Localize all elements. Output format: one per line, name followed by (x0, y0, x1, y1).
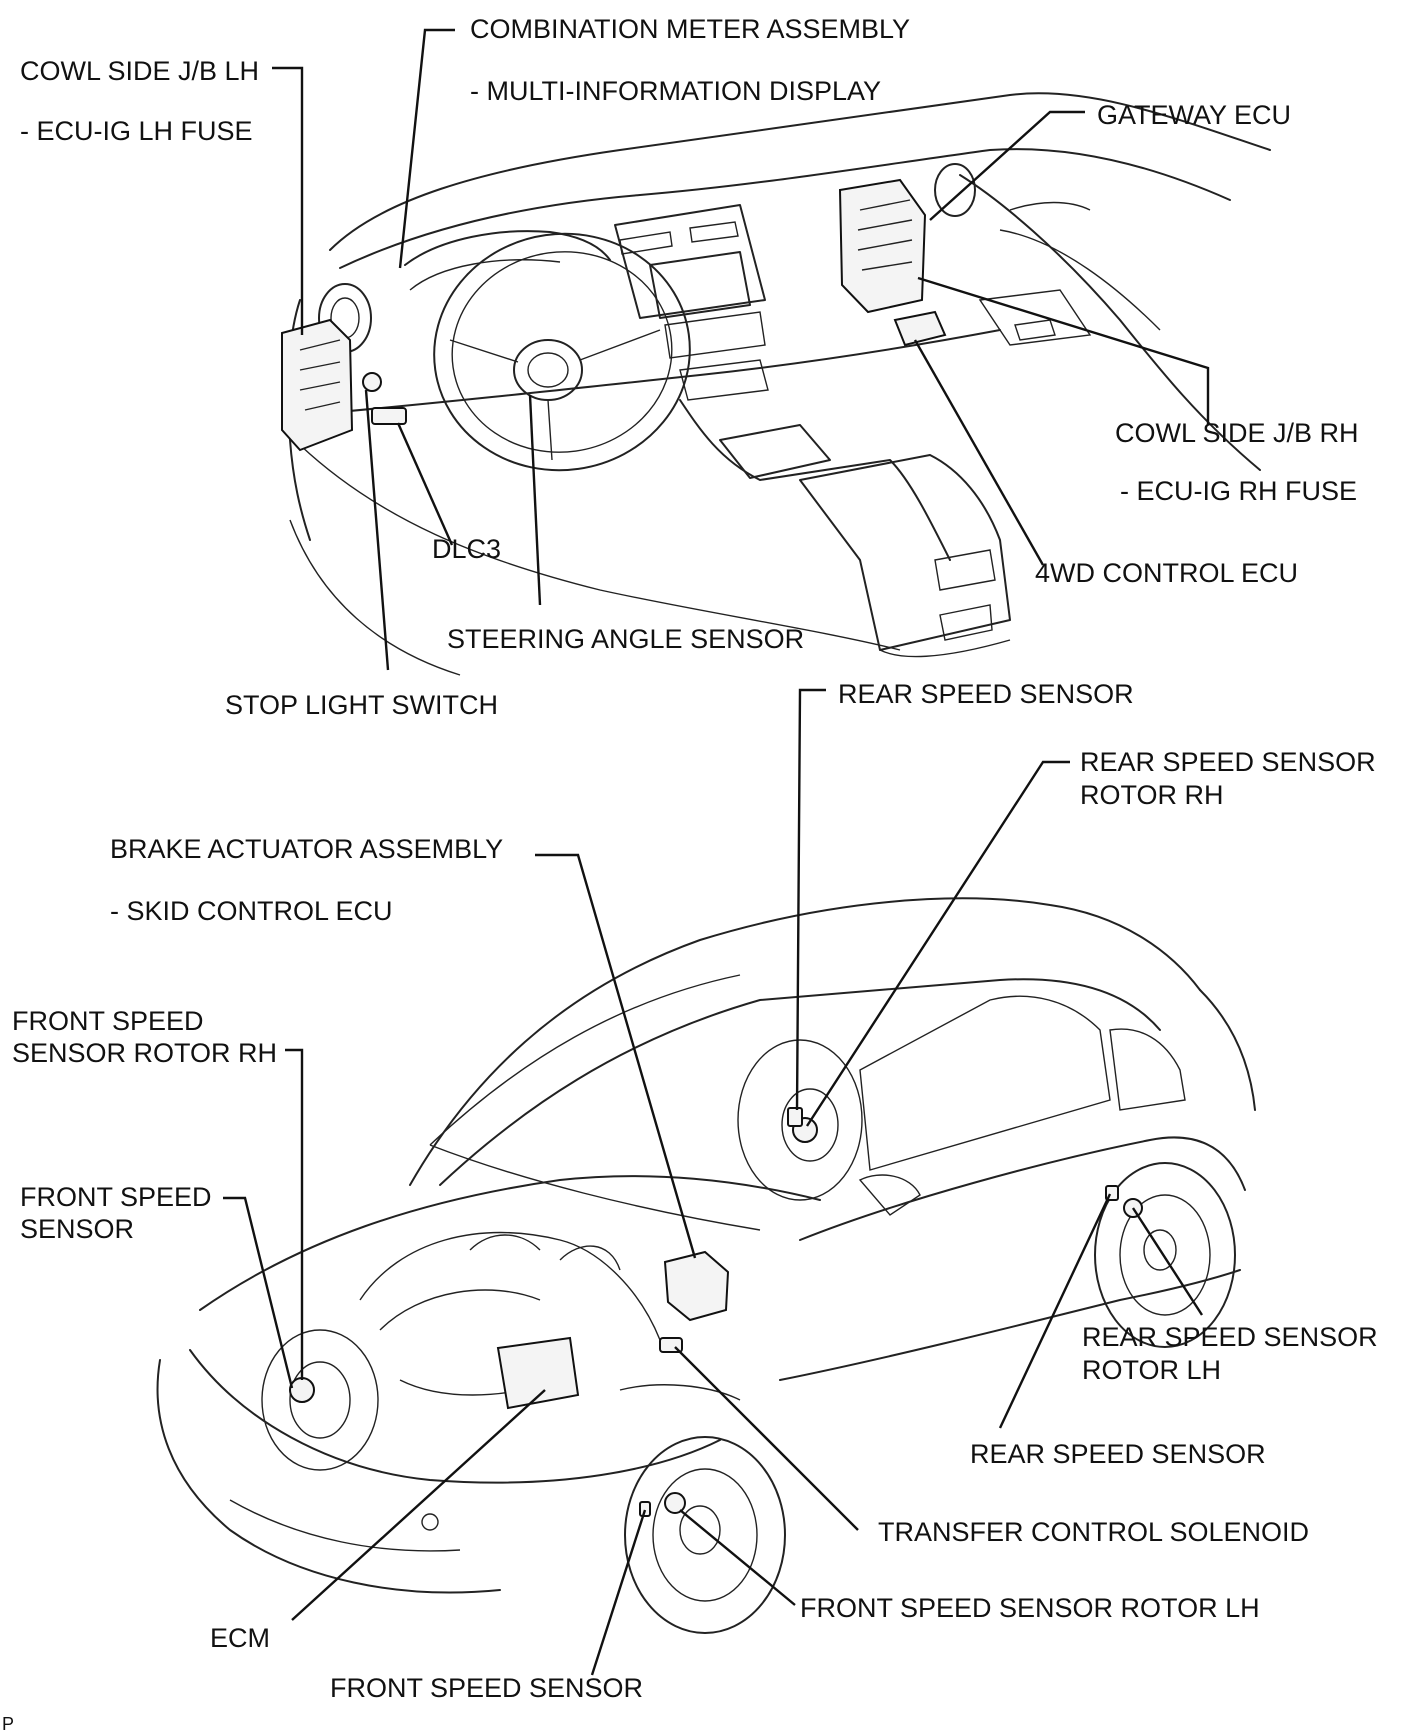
leader-4wd-ecu (913, 339, 1045, 566)
front-rotor-rh-part (289, 1377, 315, 1403)
label-rear-rotor-rh-line1: REAR SPEED SENSOR (1080, 747, 1376, 777)
label-transfer-control-solenoid: TRANSFER CONTROL SOLENOID (878, 1517, 1309, 1547)
label-rear-rotor-rh-line2: ROTOR RH (1080, 780, 1224, 810)
label-front-rotor-lh: FRONT SPEED SENSOR ROTOR LH (800, 1593, 1260, 1623)
ecm-part (496, 1336, 580, 1410)
label-4wd-control-ecu: 4WD CONTROL ECU (1035, 558, 1298, 588)
label-dlc3: DLC3 (432, 534, 501, 564)
fourwd-ecu-part (893, 310, 947, 347)
front-rotor-lh-part (664, 1492, 686, 1514)
label-brake-actuator: BRAKE ACTUATOR ASSEMBLY (110, 834, 503, 864)
leader-front-sensor-rh (223, 1196, 294, 1389)
label-front-sensor-rh-line1: FRONT SPEED (20, 1182, 212, 1212)
label-front-speed-sensor-lh: FRONT SPEED SENSOR (330, 1673, 643, 1703)
car-illustration (156, 897, 1256, 1634)
callout-labels: COWL SIDE J/B LH - ECU-IG LH FUSE COMBIN… (2, 14, 1378, 1734)
label-front-rotor-rh-line2: SENSOR ROTOR RH (12, 1038, 277, 1068)
leader-combination-meter (398, 28, 455, 269)
leader-cowl-jb-lh (272, 66, 304, 335)
leader-transfer-solenoid (674, 1346, 859, 1531)
leader-rear-sensor-lh (998, 1193, 1112, 1429)
label-ecu-ig-lh-fuse: - ECU-IG LH FUSE (20, 116, 253, 146)
cowl-side-jb-lh-part (281, 318, 354, 452)
gateway-ecu-part (838, 178, 927, 314)
leader-rotor-rh (805, 760, 1070, 1127)
leader-gateway-ecu (929, 110, 1085, 221)
leader-front-rotor-rh (285, 1048, 304, 1380)
label-skid-control-ecu: - SKID CONTROL ECU (110, 896, 393, 926)
label-ecm: ECM (210, 1623, 270, 1653)
label-cowl-side-jb-lh: COWL SIDE J/B LH (20, 56, 259, 86)
rear-sensor-rh-part (787, 1107, 803, 1127)
leader-steering-angle (528, 394, 542, 606)
label-multi-info-display: - MULTI-INFORMATION DISPLAY (470, 76, 881, 106)
dlc3-part (371, 407, 407, 425)
label-cowl-side-jb-rh: COWL SIDE J/B RH (1115, 418, 1359, 448)
leader-rear-sensor-top (795, 688, 826, 1111)
label-rear-speed-sensor-top: REAR SPEED SENSOR (838, 679, 1134, 709)
label-ecu-ig-rh-fuse: - ECU-IG RH FUSE (1120, 476, 1357, 506)
leader-dlc3 (396, 422, 454, 546)
label-front-sensor-rh-line2: SENSOR (20, 1214, 134, 1244)
leader-rotor-lh (1131, 1207, 1204, 1316)
dashboard-illustration (287, 92, 1271, 676)
leader-stop-light (364, 389, 390, 671)
label-gateway-ecu: GATEWAY ECU (1097, 100, 1291, 130)
leader-brake-actuator (535, 853, 697, 1259)
front-sensor-lh-part (639, 1501, 651, 1517)
leader-cowl-jb-rh (917, 276, 1210, 425)
stop-light-switch-part (362, 372, 382, 392)
label-combination-meter: COMBINATION METER ASSEMBLY (470, 14, 910, 44)
label-rear-speed-sensor-lh: REAR SPEED SENSOR (970, 1439, 1266, 1469)
brake-actuator-part (663, 1250, 730, 1322)
label-stop-light-switch: STOP LIGHT SWITCH (225, 690, 498, 720)
leader-lines (223, 28, 1210, 1676)
figure-mark: P (2, 1714, 14, 1734)
leader-front-rotor-lh (679, 1509, 796, 1606)
label-rear-rotor-lh-line1: REAR SPEED SENSOR (1082, 1322, 1378, 1352)
label-steering-angle-sensor: STEERING ANGLE SENSOR (447, 624, 804, 654)
leader-ecm (291, 1389, 546, 1621)
label-front-rotor-rh-line1: FRONT SPEED (12, 1006, 204, 1036)
label-rear-rotor-lh-line2: ROTOR LH (1082, 1355, 1221, 1385)
leader-front-sensor-lh (590, 1509, 647, 1676)
